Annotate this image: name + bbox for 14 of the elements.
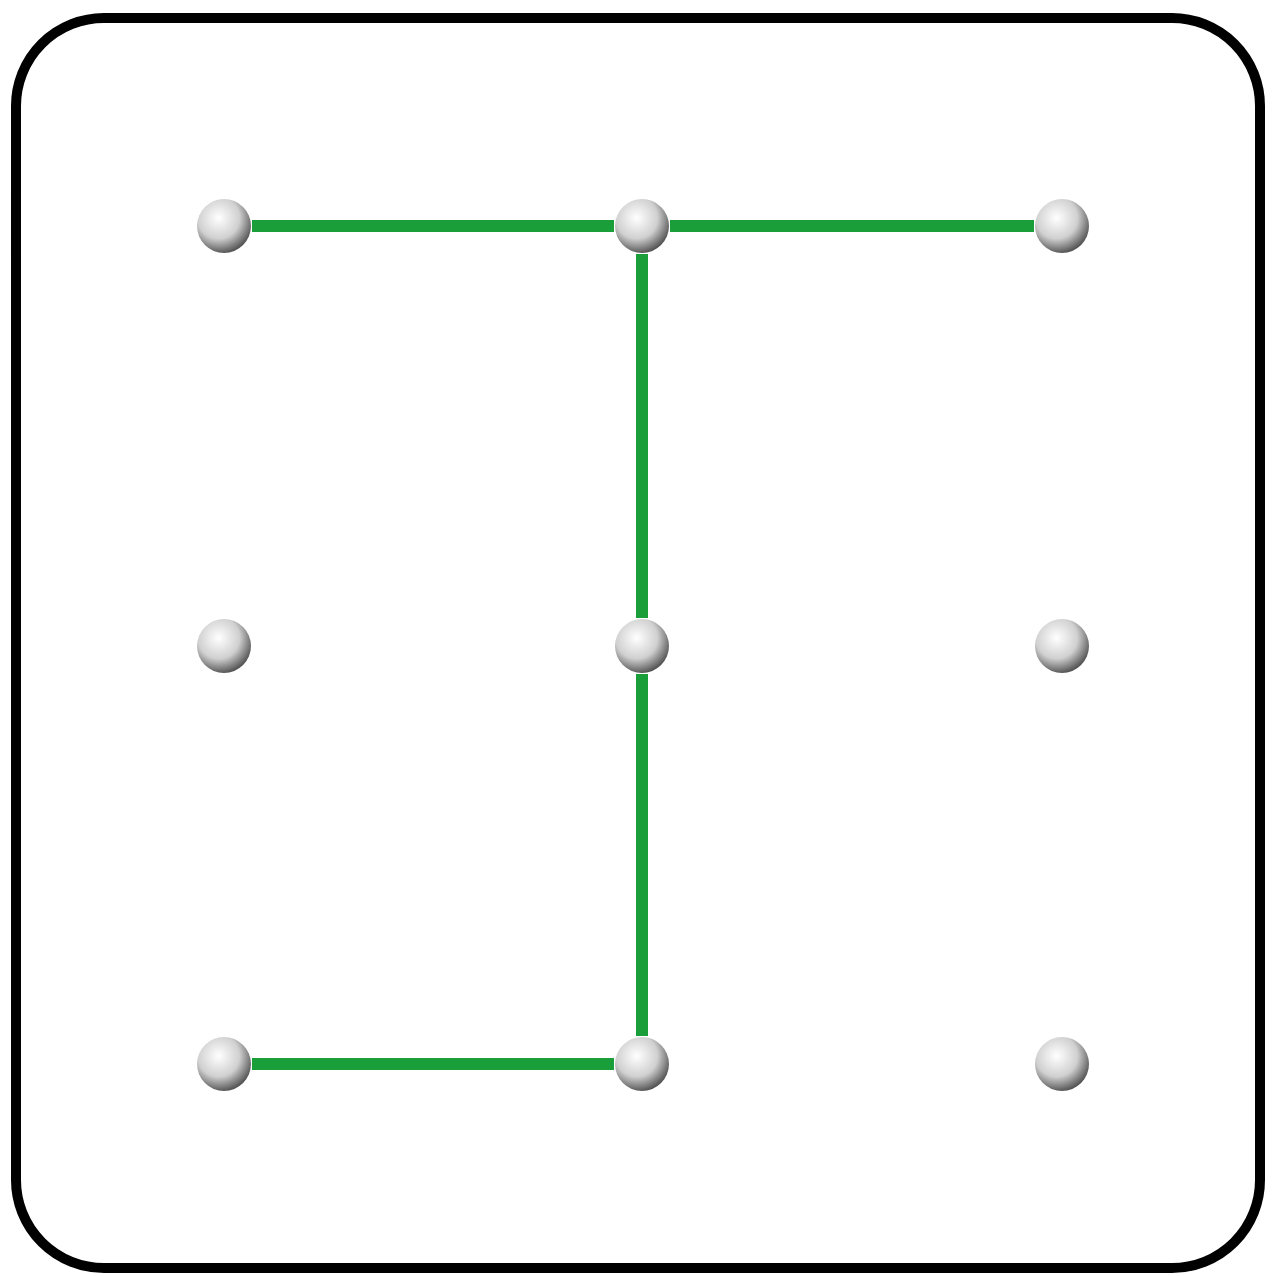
peg: [614, 1036, 670, 1092]
band-line: [636, 254, 648, 618]
peg: [196, 198, 252, 254]
band-line: [252, 1058, 614, 1070]
peg: [196, 618, 252, 674]
peg: [1034, 618, 1090, 674]
peg: [1034, 198, 1090, 254]
peg: [614, 618, 670, 674]
peg: [196, 1036, 252, 1092]
band-line: [252, 220, 614, 232]
peg: [1034, 1036, 1090, 1092]
band-line: [670, 220, 1034, 232]
band-line: [636, 674, 648, 1036]
peg: [614, 198, 670, 254]
